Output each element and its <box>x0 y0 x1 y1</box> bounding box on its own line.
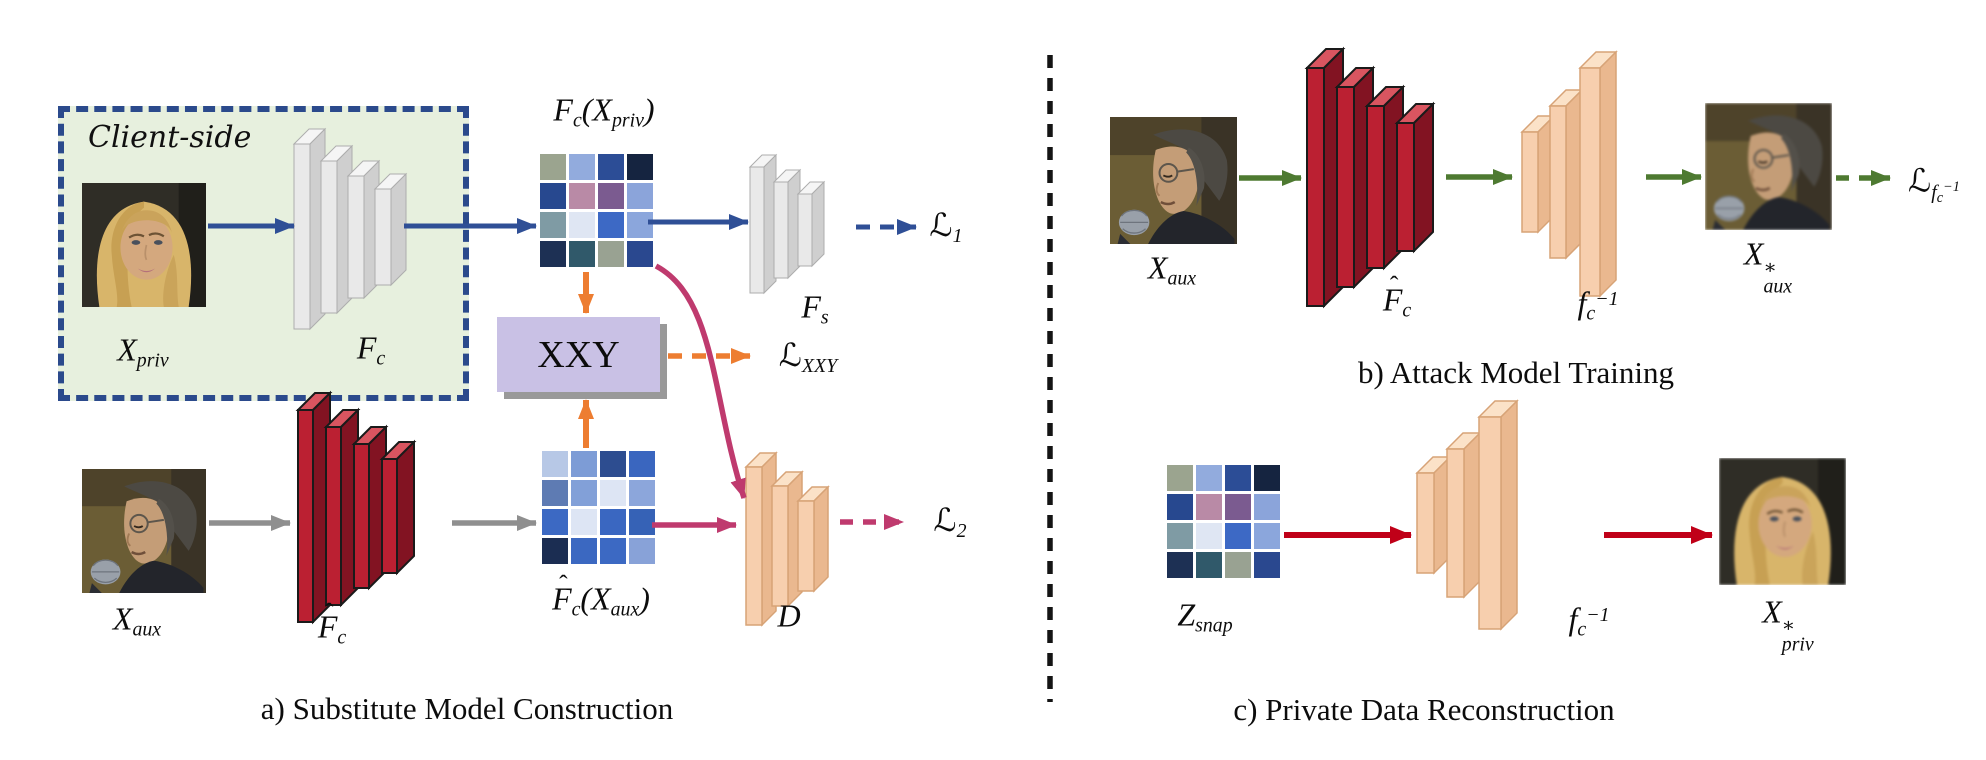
discriminator-stack <box>742 446 867 651</box>
fc-xpriv-label: Fc(Xpriv) <box>553 91 655 132</box>
x-priv-star-image <box>1719 458 1846 585</box>
feature-map-cell <box>1225 465 1251 491</box>
f-inverse-label-c: fc−1 <box>1568 600 1610 641</box>
caption-panel-c: c) Private Data Reconstruction <box>1233 692 1615 727</box>
feature-map-cell <box>1167 494 1193 520</box>
fhat-c-cnn-stack-b <box>1303 44 1488 336</box>
x-aux-image-b <box>1110 117 1237 244</box>
feature-map-cell <box>627 154 653 180</box>
feature-map-cell <box>1196 552 1222 578</box>
d-label: D <box>777 597 801 634</box>
feature-map-cell <box>569 183 595 209</box>
fc-cnn-stack <box>290 112 415 357</box>
caption-panel-b: b) Attack Model Training <box>1357 355 1675 390</box>
feature-map-cell <box>1196 494 1222 520</box>
xxy-module-box: XXY <box>497 317 660 392</box>
feature-map-cell <box>598 183 624 209</box>
feature-map-cell <box>540 154 566 180</box>
x-aux-label-b: Xaux <box>1147 249 1197 290</box>
feature-map-cell <box>629 480 655 506</box>
f-inverse-label-b: fc−1 <box>1577 284 1619 325</box>
feature-map-cell <box>629 451 655 477</box>
fhat-xaux-feature-map <box>542 451 655 564</box>
feature-map-cell <box>571 509 597 535</box>
feature-map-cell <box>569 212 595 238</box>
feature-map-cell <box>627 183 653 209</box>
feature-map-cell <box>1225 523 1251 549</box>
feature-map-cell <box>1196 465 1222 491</box>
fhat-c-cnn-stack-a <box>294 388 462 650</box>
feature-map-cell <box>1254 523 1280 549</box>
feature-map-cell <box>571 538 597 564</box>
feature-map-cell <box>600 480 626 506</box>
l1-label: ℒ1 <box>929 206 963 247</box>
x-aux-image-a <box>82 469 206 593</box>
feature-map-cell <box>1196 523 1222 549</box>
feature-map-cell <box>540 241 566 267</box>
feature-map-cell <box>569 154 595 180</box>
feature-map-cell <box>627 212 653 238</box>
feature-map-cell <box>1167 552 1193 578</box>
feature-map-cell <box>627 241 653 267</box>
feature-map-cell <box>571 451 597 477</box>
feature-map-cell <box>540 183 566 209</box>
arrow-featuremap-to-d-curve <box>654 263 747 499</box>
feature-map-cell <box>600 451 626 477</box>
feature-map-cell <box>542 509 568 535</box>
x-priv-label: Xpriv <box>117 331 169 372</box>
x-aux-star-label: X∗aux <box>1743 235 1793 298</box>
fc-label: Fc <box>356 329 386 370</box>
feature-map-cell <box>1167 523 1193 549</box>
feature-map-cell <box>600 509 626 535</box>
fc-xpriv-feature-map <box>540 154 653 267</box>
feature-map-cell <box>1254 552 1280 578</box>
feature-map-cell <box>1225 494 1251 520</box>
feature-map-cell <box>540 212 566 238</box>
client-side-label: Client-side <box>88 120 252 155</box>
x-aux-label-a: Xaux <box>112 600 162 641</box>
feature-map-cell <box>542 538 568 564</box>
feature-map-cell <box>1167 465 1193 491</box>
caption-panel-a: a) Substitute Model Construction <box>260 691 674 726</box>
x-aux-star-image <box>1705 103 1832 230</box>
feature-map-cell <box>1225 552 1251 578</box>
x-priv-star-label: X∗priv <box>1762 593 1814 656</box>
feature-map-cell <box>598 154 624 180</box>
feature-map-cell <box>600 538 626 564</box>
decoder-stack-b <box>1518 46 1680 328</box>
decoder-stack-c <box>1413 398 1605 658</box>
lxxy-label: ℒXXY <box>778 336 838 377</box>
feature-map-cell <box>542 451 568 477</box>
l2-label: ℒ2 <box>933 501 967 542</box>
feature-map-cell <box>598 241 624 267</box>
feature-map-cell <box>569 241 595 267</box>
fs-label: Fs <box>801 288 829 329</box>
feature-map-cell <box>629 509 655 535</box>
z-snap-feature-map <box>1167 465 1280 578</box>
fs-cnn-stack <box>746 146 858 314</box>
x-priv-image <box>82 183 206 307</box>
l-finv-label: ℒfc−1 <box>1908 161 1960 206</box>
z-snap-label: Zsnap <box>1177 596 1233 637</box>
feature-map-cell <box>571 480 597 506</box>
feature-map-cell <box>542 480 568 506</box>
feature-map-cell <box>629 538 655 564</box>
xxy-module-label: XXY <box>537 333 620 376</box>
feature-map-cell <box>1254 465 1280 491</box>
feature-map-cell <box>1254 494 1280 520</box>
feature-map-cell <box>598 212 624 238</box>
